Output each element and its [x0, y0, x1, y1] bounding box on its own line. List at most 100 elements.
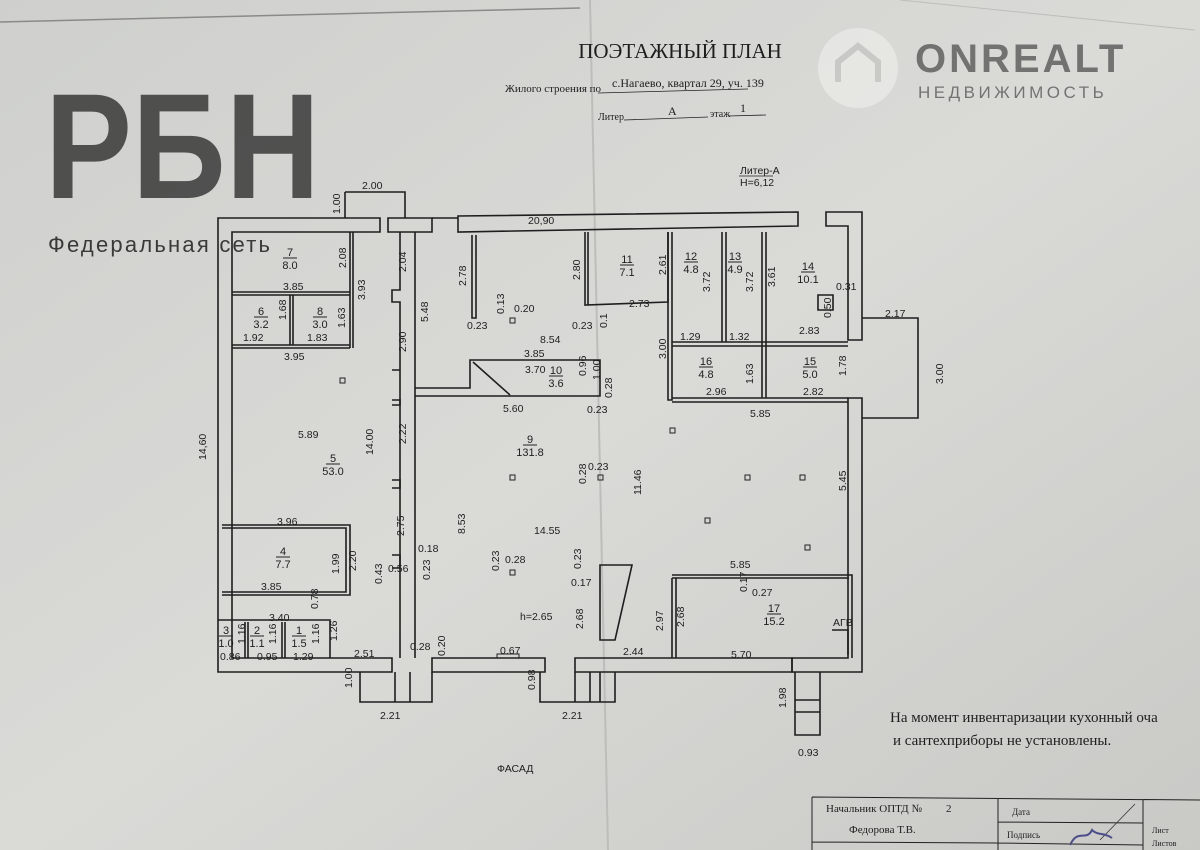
- dimension-label: 3.96: [277, 516, 298, 528]
- room-label-6: 63.2: [253, 306, 268, 331]
- room-label-11: 117.1: [619, 254, 634, 279]
- note-line-1: На момент инвентаризации кухонный оча: [890, 710, 1158, 726]
- dimension-label: 14,60: [197, 434, 209, 460]
- dimension-label: 1.32: [729, 331, 750, 343]
- dimension-label: 0.23: [572, 548, 584, 569]
- room-label-5: 553.0: [322, 453, 343, 478]
- room-number: 9: [527, 434, 533, 446]
- dimension-label: 1.00: [591, 359, 603, 380]
- dimension-label: 8.53: [456, 513, 468, 534]
- room-area: 4.8: [698, 369, 713, 381]
- agv-label: АГВ: [833, 617, 853, 629]
- dimension-label: 0.93: [798, 747, 819, 759]
- dimension-label: 5.89: [298, 429, 319, 441]
- dimension-label: 2.80: [571, 259, 583, 280]
- dimension-label: 0.17: [571, 577, 592, 589]
- dimension-label: 3.00: [934, 363, 946, 384]
- liter-value: А: [668, 104, 677, 118]
- room-area: 1.0: [218, 638, 233, 650]
- dimension-label: 1.26: [328, 620, 340, 641]
- room-number: 11: [621, 254, 632, 266]
- underline: [727, 114, 767, 117]
- dimension-label: 1.63: [744, 363, 756, 384]
- dimension-label: 3.00: [657, 338, 669, 359]
- dimension-label: 2.73: [629, 298, 650, 310]
- dimension-label: 0.67: [500, 645, 521, 657]
- room-number: 2: [254, 625, 260, 637]
- dimension-label: 1.78: [837, 355, 849, 376]
- dimension-label: 0.23: [490, 550, 502, 571]
- dimension-label: 2.90: [397, 331, 409, 352]
- room-area: 53.0: [322, 466, 343, 478]
- dimension-label: 2.04: [397, 251, 409, 272]
- svg-text:РБН: РБН: [45, 62, 320, 230]
- dimension-label: 1.63: [336, 307, 348, 328]
- dimension-label: 14.00: [364, 429, 376, 455]
- dimension-label: 3.85: [283, 281, 304, 293]
- dimension-label: 2.82: [803, 386, 824, 398]
- room-label-16: 164.8: [698, 356, 713, 381]
- rbn-tagline: Федеральная сеть: [48, 232, 270, 257]
- dimension-label: 1.00: [343, 667, 355, 688]
- room-number: 15: [804, 356, 816, 368]
- dimension-label: 0.98: [526, 669, 538, 690]
- dimension-label: 20,90: [528, 215, 554, 227]
- room-label-13: 134.9: [727, 251, 742, 276]
- dimension-label: 5.70: [731, 649, 752, 661]
- room-number: 16: [700, 356, 712, 368]
- dimension-label: 1.99: [330, 553, 342, 574]
- room-label-10: 103.6: [548, 365, 563, 390]
- dimension-label: 11.46: [632, 469, 644, 495]
- room-label-3: 31.0: [218, 625, 233, 650]
- room-number: 1: [296, 625, 302, 637]
- dimension-label: 2.83: [799, 325, 820, 337]
- address-value: с.Нагаево, квартал 29, уч. 139: [612, 76, 764, 90]
- dimension-label: 0.28: [603, 377, 615, 398]
- dimension-label: 3.72: [701, 271, 713, 292]
- dimension-label: 0.86: [220, 651, 241, 663]
- walls: [217, 191, 919, 736]
- dimension-label: 2.61: [657, 254, 669, 275]
- dimension-label: 0.31: [836, 281, 857, 293]
- dimension-label: 2.97: [654, 610, 666, 631]
- dimension-label: 3.93: [356, 279, 368, 300]
- room-label-1: 11.5: [291, 625, 306, 650]
- room-area: 1.1: [249, 638, 264, 650]
- dimension-label: 5.85: [730, 559, 751, 571]
- dimension-label: 0.27: [752, 587, 773, 599]
- dimension-label: 0.13: [495, 293, 507, 314]
- room-area: 7.1: [619, 267, 634, 279]
- dimension-label: 0.28: [505, 554, 526, 566]
- sheet-label: Лист: [1152, 826, 1169, 835]
- title-block-position: Начальник ОПТД №: [826, 803, 922, 815]
- onrealt-logo: ONREALT НЕДВИЖИМОСТЬ: [818, 28, 1123, 108]
- room-label-7: 78.0: [282, 247, 297, 272]
- dimension-label: 2.78: [457, 265, 469, 286]
- title-block: [811, 796, 1200, 850]
- dimension-label: 5.85: [750, 408, 771, 420]
- room-label-4: 47.7: [275, 546, 290, 571]
- svg-text:НЕДВИЖИМОСТЬ: НЕДВИЖИМОСТЬ: [918, 83, 1107, 102]
- dimension-label: 0.23: [467, 320, 488, 332]
- liter-label: Литер: [598, 112, 624, 123]
- dimension-label: 0.56: [388, 563, 409, 575]
- underline: [623, 116, 709, 121]
- room-number: 17: [768, 603, 780, 615]
- dimension-label: 3.72: [744, 271, 756, 292]
- dimension-label: 1.98: [777, 687, 789, 708]
- dimension-label: 0.18: [418, 543, 439, 555]
- dimension-label: 3.85: [524, 348, 545, 360]
- room-area: 3.2: [253, 319, 268, 331]
- dimension-label: 0.28: [410, 641, 431, 653]
- dimension-label: 0.96: [577, 355, 589, 376]
- fold-line: [899, 0, 1196, 31]
- room-number: 5: [330, 453, 336, 465]
- dimension-label: 0.95: [257, 651, 278, 663]
- dimension-label: 2.68: [675, 606, 687, 627]
- dimension-label: 0.23: [421, 559, 433, 580]
- dimension-label: 1.16: [236, 623, 248, 644]
- dimension-label: 1.83: [307, 332, 328, 344]
